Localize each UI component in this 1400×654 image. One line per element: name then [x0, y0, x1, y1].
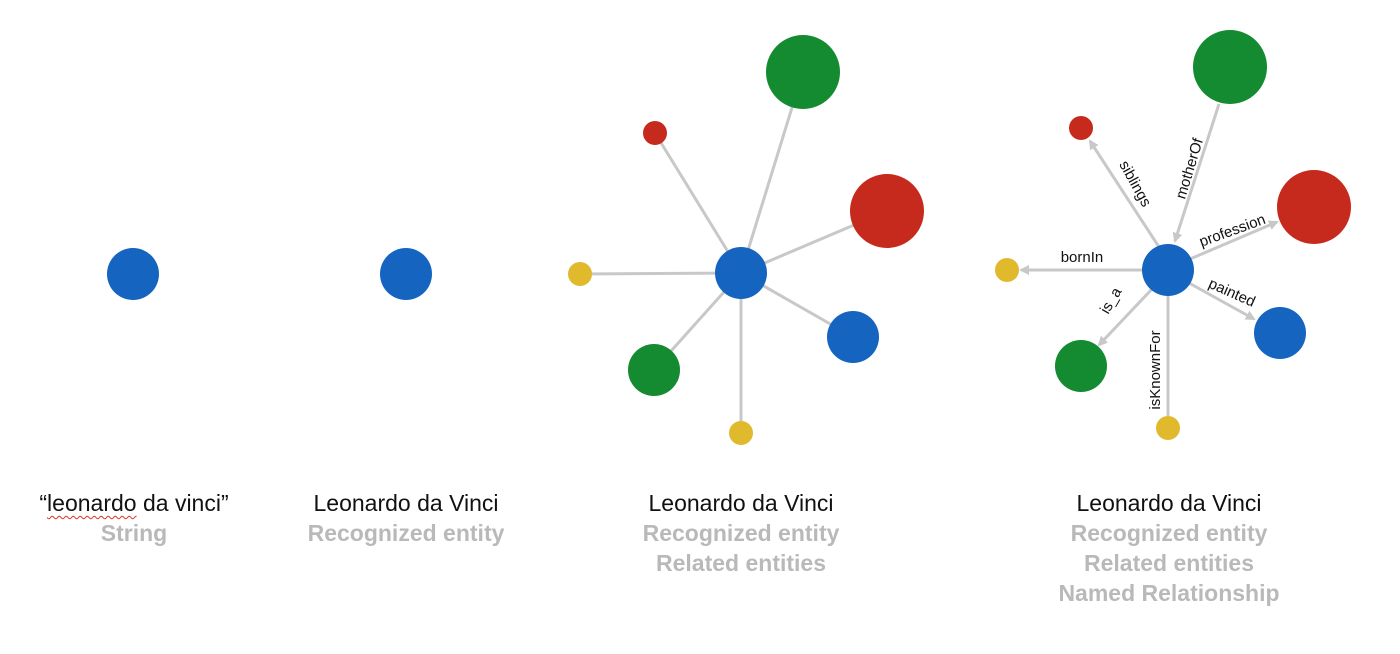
caption-named-sub-2: Named Relationship: [1058, 580, 1280, 606]
caption-string-sub-0: String: [100, 520, 168, 546]
caption-related-title: Leonardo da Vinci: [648, 490, 834, 516]
caption-related-sub-0: Recognized entity: [642, 520, 840, 546]
panel-string-graph: [107, 248, 159, 300]
label-siblings: siblings: [1115, 158, 1154, 210]
caption-related-sub-1: Related entities: [656, 550, 826, 576]
related-node-yellow-bottom: [729, 421, 753, 445]
named-node-red-small: [1069, 116, 1093, 140]
caption-related: Leonardo da Vinci Recognized entity Rela…: [591, 488, 891, 578]
label-bornIn: bornIn: [1061, 249, 1104, 266]
caption-entity-sub-0: Recognized entity: [307, 520, 505, 546]
edge-painted: [1188, 281, 1256, 321]
edge-motherOf: [1172, 103, 1221, 243]
label-profession: profession: [1197, 211, 1268, 251]
string-node: [107, 248, 159, 300]
related-edge-yellow-left: [579, 271, 742, 276]
panel-named-graph: siblings motherOf profession bornIn pain…: [995, 30, 1351, 440]
label-is_a: is_a: [1097, 284, 1126, 317]
related-node-green-large: [766, 35, 840, 109]
caption-entity-title: Leonardo da Vinci: [313, 490, 499, 516]
named-node-green-large: [1193, 30, 1267, 104]
named-node-red-large: [1277, 170, 1351, 244]
named-node-green-small: [1055, 340, 1107, 392]
named-center-node: [1142, 244, 1194, 296]
related-node-blue: [827, 311, 879, 363]
named-node-blue: [1254, 307, 1306, 359]
related-node-green-small: [628, 344, 680, 396]
edge-siblings: [1088, 139, 1161, 248]
related-center-node: [715, 247, 767, 299]
entity-node: [380, 248, 432, 300]
caption-entity: Leonardo da Vinci Recognized entity: [256, 488, 556, 548]
panel-entity-graph: [380, 248, 432, 300]
caption-named: Leonardo da Vinci Recognized entity Rela…: [1019, 488, 1319, 608]
label-motherOf: motherOf: [1172, 136, 1207, 202]
related-node-red-small: [643, 121, 667, 145]
related-edge-red-small: [653, 132, 743, 274]
caption-string: “leonardo da vinci” String: [0, 488, 284, 548]
caption-named-sub-0: Recognized entity: [1070, 520, 1268, 546]
caption-named-title: Leonardo da Vinci: [1076, 490, 1262, 516]
label-isKnownFor: isKnownFor: [1147, 330, 1164, 409]
named-node-yellow-bottom: [1156, 416, 1180, 440]
caption-string-title: “leonardo da vinci”: [39, 490, 229, 516]
spellcheck-word: leonardo: [47, 490, 137, 516]
named-node-yellow-left: [995, 258, 1019, 282]
panel-related-graph: [568, 35, 924, 445]
related-node-red-large: [850, 174, 924, 248]
caption-named-sub-1: Related entities: [1084, 550, 1254, 576]
edge-profession: [1189, 220, 1279, 261]
edge-is_a: [1097, 287, 1154, 347]
related-node-yellow-left: [568, 262, 592, 286]
